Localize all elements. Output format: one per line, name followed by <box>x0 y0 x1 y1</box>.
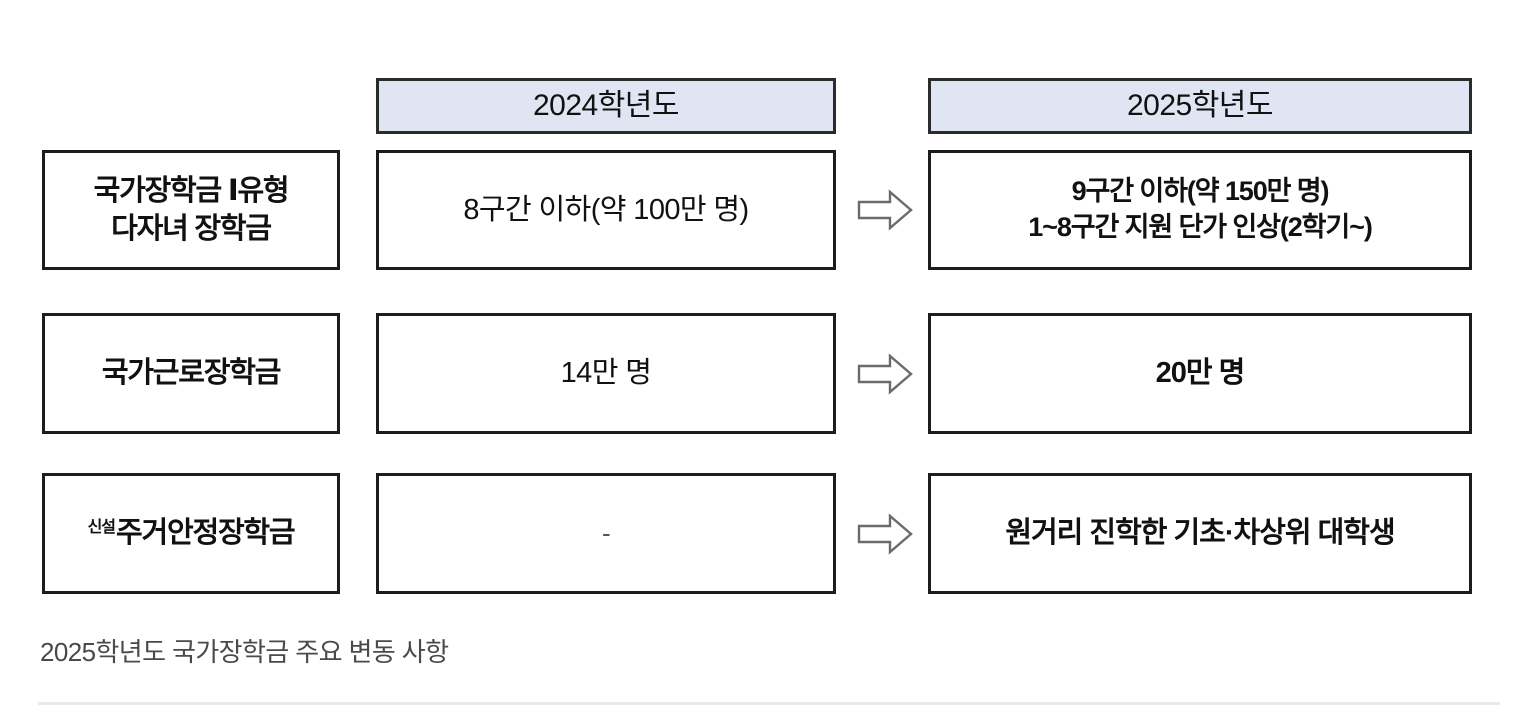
row3-value-2024: - <box>376 473 836 594</box>
row2-value-2024: 14만 명 <box>376 313 836 434</box>
row-label-line-1: 신설주거안정장학금 <box>87 514 296 552</box>
row2-value-2025-line-1: 20만 명 <box>1155 357 1246 390</box>
row3-value-2025-line-1: 원거리 진학한 기초·차상위 대학생 <box>1005 517 1395 550</box>
row1-value-2024-line-1: 8구간 이하(약 100만 명) <box>463 193 749 226</box>
row3-value-2025-text: 원거리 진학한 기초·차상위 대학생 <box>1005 514 1395 552</box>
right-block-arrow-icon <box>856 188 914 232</box>
column-header-2025: 2025학년도 <box>928 78 1472 134</box>
row-label-national-work-study: 국가근로장학금 <box>42 313 340 434</box>
right-block-arrow-icon <box>856 352 914 396</box>
row1-value-2024: 8구간 이하(약 100만 명) <box>376 150 836 270</box>
row-label-text: 국가근로장학금 <box>101 354 282 392</box>
column-header-2024: 2024학년도 <box>376 78 836 134</box>
row-label-text: 신설주거안정장학금 <box>87 514 296 552</box>
row2-value-2025: 20만 명 <box>928 313 1472 434</box>
row3-value-2025: 원거리 진학한 기초·차상위 대학생 <box>928 473 1472 594</box>
row1-value-2024-text: 8구간 이하(약 100만 명) <box>463 191 749 229</box>
row-label-line-2: 다자녀 장학금 <box>111 213 272 245</box>
row-label-housing-stability-scholarship: 신설주거안정장학금 <box>42 473 340 594</box>
row1-value-2025-text: 9구간 이하(약 150만 명) 1~8구간 지원 단가 인상(2학기~) <box>1028 174 1373 245</box>
row-label-line-1: 국가장학금 Ⅰ유형 <box>93 174 290 207</box>
row-label-national-scholarship-type1: 국가장학금 Ⅰ유형 다자녀 장학금 <box>42 150 340 270</box>
bottom-divider <box>38 702 1500 705</box>
right-block-arrow-icon <box>856 512 914 556</box>
figure-caption: 2025학년도 국가장학금 주요 변동 사항 <box>40 637 449 667</box>
row-label-main-text: 주거안정장학금 <box>116 517 296 550</box>
column-header-2025-label: 2025학년도 <box>1126 89 1274 123</box>
row3-value-2024-text: - <box>601 516 611 550</box>
row1-value-2025: 9구간 이하(약 150만 명) 1~8구간 지원 단가 인상(2학기~) <box>928 150 1472 270</box>
column-header-2024-label: 2024학년도 <box>532 89 680 123</box>
row2-value-2024-text: 14만 명 <box>561 354 652 392</box>
row1-value-2025-line-2: 1~8구간 지원 단가 인상(2학기~) <box>1028 212 1373 242</box>
row-label-line-1: 국가근로장학금 <box>101 357 282 390</box>
row2-value-2024-line-1: 14만 명 <box>560 357 652 390</box>
new-badge: 신설 <box>87 519 116 537</box>
row3-value-2024-line-1: - <box>601 518 611 549</box>
row-label-text: 국가장학금 Ⅰ유형 다자녀 장학금 <box>93 172 290 249</box>
row1-value-2025-line-1: 9구간 이하(약 150만 명) <box>1071 176 1330 207</box>
row2-value-2025-text: 20만 명 <box>1155 354 1246 392</box>
